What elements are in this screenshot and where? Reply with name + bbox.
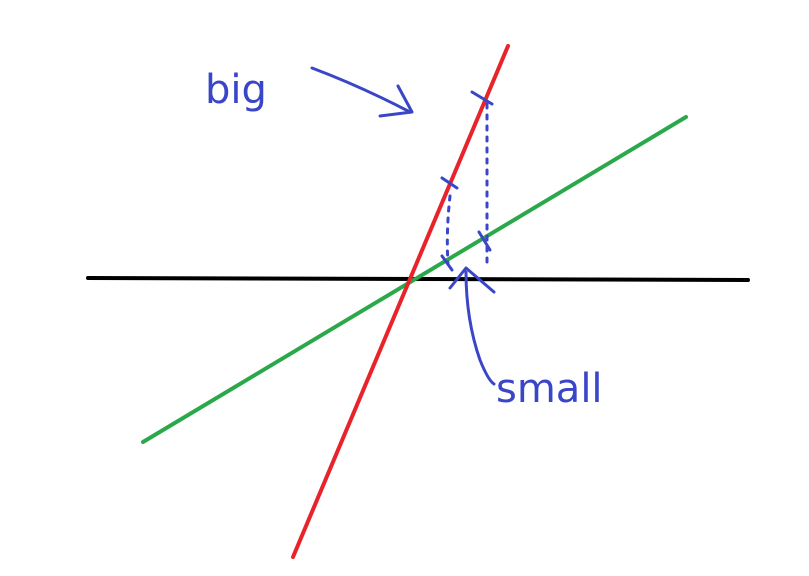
label-big: big bbox=[205, 67, 267, 113]
small-caret-arrowhead bbox=[448, 266, 496, 294]
dotted-projection-left bbox=[445, 194, 452, 266]
big-pointer-arrow bbox=[310, 66, 412, 114]
steep-red-line bbox=[291, 44, 510, 559]
tick-mark-axis-left bbox=[440, 254, 454, 272]
shallow-green-line bbox=[141, 115, 688, 444]
tick-mark-red-upper bbox=[470, 90, 494, 106]
label-small: small bbox=[496, 366, 603, 412]
tick-mark-green bbox=[477, 230, 492, 252]
tick-mark-red-lower bbox=[440, 176, 459, 190]
small-pointer-curve bbox=[464, 270, 496, 386]
big-pointer-arrowhead bbox=[378, 84, 414, 118]
